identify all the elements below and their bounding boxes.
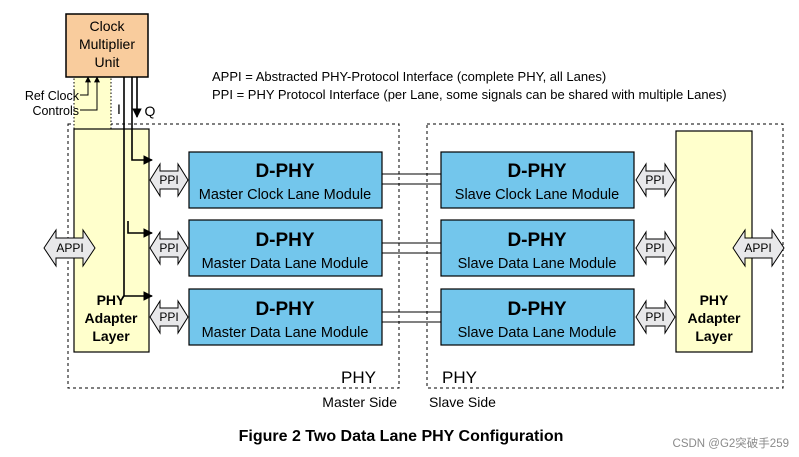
- csdn-watermark: CSDN @G2突破手259: [673, 436, 789, 450]
- ref-clock-arrow: [80, 76, 91, 96]
- master-ppi-arrow-1: PPI: [149, 162, 189, 198]
- clock-unit-line2: Multiplier: [79, 36, 135, 52]
- master-ppi-label-1: PPI: [159, 173, 178, 187]
- slave-module-3-title: D-PHY: [507, 299, 566, 320]
- slave-data-lane-module-2: D-PHY Slave Data Lane Module: [440, 288, 635, 346]
- master-appi-arrow: APPI: [43, 228, 96, 268]
- clock-i-branch-wire: [127, 221, 153, 238]
- master-clock-lane-module: D-PHY Master Clock Lane Module: [188, 151, 383, 209]
- master-side-label: Master Side: [322, 394, 397, 410]
- legend-ppi: PPI = PHY Protocol Interface (per Lane, …: [212, 87, 727, 102]
- slave-clock-lane-module: D-PHY Slave Clock Lane Module: [440, 151, 635, 209]
- master-adapter-line3: Layer: [92, 328, 130, 344]
- clock-unit-line1: Clock: [89, 18, 125, 34]
- clock-multiplier-unit: Clock Multiplier Unit: [65, 13, 149, 78]
- clock-feed-region: [73, 76, 112, 130]
- slave-ppi-arrow-3: PPI: [635, 299, 676, 335]
- master-adapter-line2: Adapter: [85, 310, 138, 326]
- ref-clock-label-line1: Ref Clock: [25, 89, 80, 103]
- slave-ppi-arrow-1: PPI: [635, 162, 676, 198]
- clock-lane-interconnect: [382, 173, 441, 185]
- clock-unit-line3: Unit: [95, 54, 120, 70]
- data-lane-2-interconnect: [382, 311, 441, 323]
- slave-phy-label: PHY: [442, 368, 477, 387]
- slave-module-1-subtitle: Slave Clock Lane Module: [455, 187, 619, 203]
- slave-side-boundary: [426, 123, 784, 389]
- slave-module-3-subtitle: Slave Data Lane Module: [458, 325, 617, 341]
- master-ppi-arrow-2: PPI: [149, 230, 189, 266]
- data-lane-1-interconnect: [382, 242, 441, 254]
- slave-module-1-title: D-PHY: [507, 161, 566, 182]
- controls-arrow: [80, 76, 100, 111]
- slave-module-2-title: D-PHY: [507, 230, 566, 251]
- master-module-3-title: D-PHY: [255, 299, 314, 320]
- master-appi-label: APPI: [56, 241, 83, 255]
- master-adapter-line1: PHY: [97, 292, 126, 308]
- master-module-3-subtitle: Master Data Lane Module: [202, 325, 369, 341]
- master-data-lane-module-2: D-PHY Master Data Lane Module: [188, 288, 383, 346]
- slave-ppi-arrow-2: PPI: [635, 230, 676, 266]
- q-label: Q: [145, 103, 156, 119]
- slave-ppi-label-3: PPI: [645, 310, 664, 324]
- clock-q-wire: [131, 77, 153, 165]
- master-ppi-label-3: PPI: [159, 310, 178, 324]
- clock-i-wire: [123, 77, 153, 301]
- slave-adapter-line1: PHY: [700, 292, 729, 308]
- master-adapter-layer: PHY Adapter Layer: [73, 128, 150, 353]
- slave-ppi-label-1: PPI: [645, 173, 664, 187]
- master-module-1-title: D-PHY: [255, 161, 314, 182]
- figure-caption: Figure 2 Two Data Lane PHY Configuration: [239, 428, 564, 445]
- master-module-1-subtitle: Master Clock Lane Module: [199, 187, 371, 203]
- slave-adapter-line2: Adapter: [688, 310, 741, 326]
- master-ppi-arrow-3: PPI: [149, 299, 189, 335]
- legend-appi: APPI = Abstracted PHY-Protocol Interface…: [212, 69, 606, 84]
- master-ppi-label-2: PPI: [159, 241, 178, 255]
- slave-side-label: Slave Side: [429, 394, 496, 410]
- slave-appi-arrow: APPI: [732, 228, 785, 268]
- slave-adapter-line3: Layer: [695, 328, 733, 344]
- master-module-2-title: D-PHY: [255, 230, 314, 251]
- master-module-2-subtitle: Master Data Lane Module: [202, 256, 369, 272]
- ref-clock-label-line2: Controls: [32, 104, 79, 118]
- master-phy-label: PHY: [341, 368, 376, 387]
- master-data-lane-module-1: D-PHY Master Data Lane Module: [188, 219, 383, 277]
- slave-data-lane-module-1: D-PHY Slave Data Lane Module: [440, 219, 635, 277]
- slave-appi-label: APPI: [744, 241, 771, 255]
- i-label: I: [117, 101, 121, 117]
- slave-module-2-subtitle: Slave Data Lane Module: [458, 256, 617, 272]
- slave-ppi-label-2: PPI: [645, 241, 664, 255]
